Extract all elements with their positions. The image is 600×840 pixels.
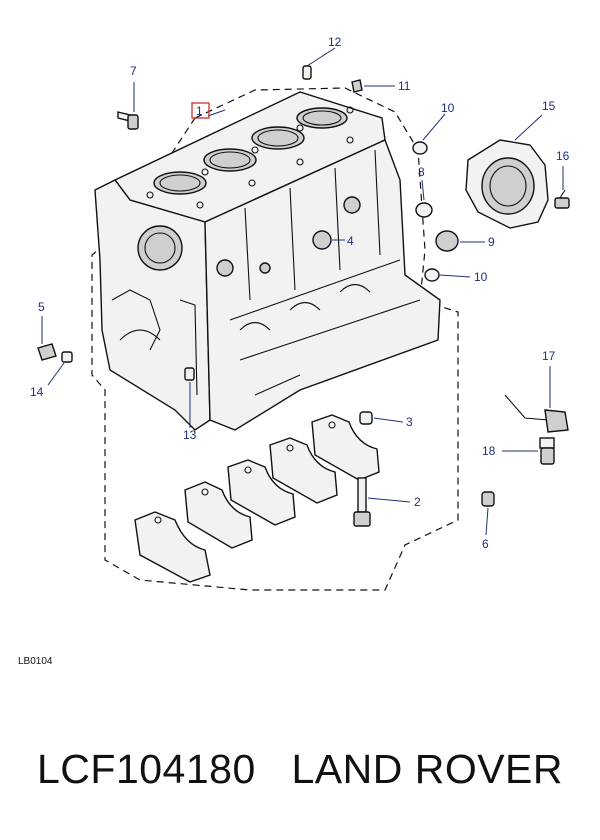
callout-2: 2 xyxy=(414,495,421,509)
callout-12: 12 xyxy=(328,35,342,49)
part-plug-6 xyxy=(481,491,495,507)
part-plug-11 xyxy=(351,79,363,93)
part-plug-14 xyxy=(61,351,73,363)
callout-4: 4 xyxy=(347,234,354,248)
callout-8: 8 xyxy=(418,165,425,179)
part-dowel-13 xyxy=(184,367,195,381)
part-plug-10-lower xyxy=(424,268,440,282)
part-plug-8 xyxy=(415,202,433,218)
part-pipe-17 xyxy=(504,394,569,433)
callout-16: 16 xyxy=(556,149,570,163)
assembly-boundary xyxy=(91,87,459,591)
part-cup-plug-9 xyxy=(435,230,459,252)
part-number: LCF104180 xyxy=(36,746,256,792)
callout-7: 7 xyxy=(130,64,137,78)
callout-17: 17 xyxy=(542,349,556,363)
callout-3: 3 xyxy=(406,415,413,429)
engine-block xyxy=(94,91,441,431)
callout-15: 15 xyxy=(542,99,556,113)
callout-10-upper: 10 xyxy=(441,101,455,115)
main-bearing-caps xyxy=(134,414,380,583)
part-fitting-5 xyxy=(37,343,57,361)
diagram-reference-code: LB0104 xyxy=(18,656,53,667)
part-bolt-16 xyxy=(554,189,570,209)
callout-14: 14 xyxy=(30,385,44,399)
callout-6: 6 xyxy=(482,537,489,551)
callout-13: 13 xyxy=(183,428,197,442)
callout-5: 5 xyxy=(38,300,45,314)
part-rear-seal-housing-15 xyxy=(465,139,549,229)
part-plug-18 xyxy=(539,437,555,465)
engine-block-exploded-diagram: 1 2 3 4 5 6 7 8 9 10 10 11 12 13 14 15 1… xyxy=(30,35,570,591)
callout-10-lower: 10 xyxy=(474,270,488,284)
callout-18: 18 xyxy=(482,444,496,458)
callout-11: 11 xyxy=(398,79,411,93)
part-bolt-7 xyxy=(117,111,139,130)
callout-box-1 xyxy=(191,102,210,119)
part-caption: LCF104180 LAND ROVER xyxy=(0,746,600,793)
part-bolt-2 xyxy=(353,477,371,527)
part-plug-10-upper xyxy=(412,141,428,155)
part-dowel-3 xyxy=(359,411,373,425)
part-dowel-12 xyxy=(302,65,312,80)
callout-1: 1 xyxy=(196,104,203,118)
brand-name: LAND ROVER xyxy=(291,746,564,792)
callout-9: 9 xyxy=(488,235,495,249)
